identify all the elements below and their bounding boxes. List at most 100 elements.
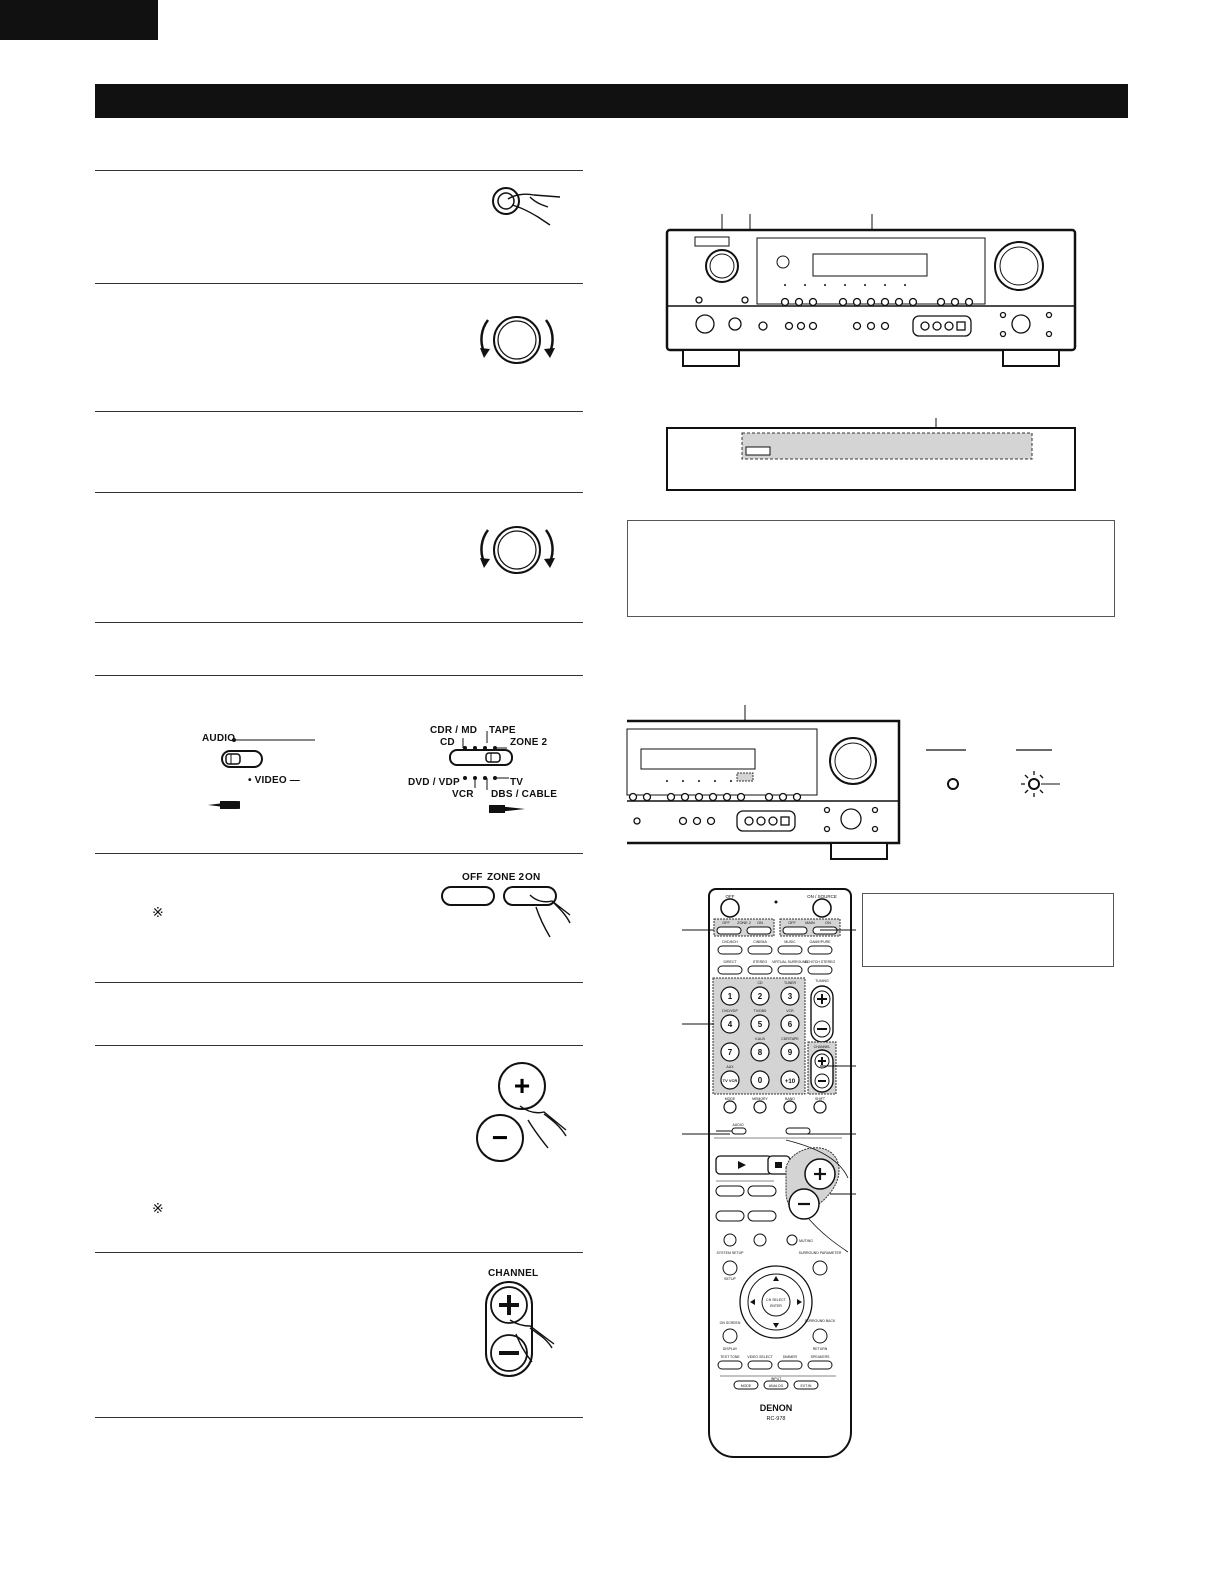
rotary-knob-illustration	[480, 526, 555, 574]
svg-text:ZONE 2: ZONE 2	[737, 921, 751, 925]
svg-text:INPUT: INPUT	[771, 1377, 782, 1381]
svg-text:VIDEO SELECT: VIDEO SELECT	[747, 1355, 773, 1359]
svg-text:OFF: OFF	[722, 921, 730, 925]
svg-text:RC-978: RC-978	[767, 1416, 786, 1422]
slider-label-vcr: VCR	[452, 789, 474, 800]
svg-text:STEREO: STEREO	[753, 960, 768, 964]
svg-text:SETUP: SETUP	[724, 1277, 736, 1281]
step-divider	[95, 982, 583, 983]
power-button-press-illustration	[492, 187, 561, 226]
slider-label-cd: CD	[440, 737, 455, 748]
zone-label-zone2: ZONE 2	[487, 872, 525, 883]
svg-text:TUNING: TUNING	[815, 979, 829, 983]
svg-text:BAND: BAND	[785, 1097, 795, 1101]
svg-text:DIMMER: DIMMER	[783, 1355, 798, 1359]
svg-text:CD: CD	[757, 981, 763, 985]
svg-text:CINEMA: CINEMA	[753, 940, 767, 944]
svg-text:EXT.IN: EXT.IN	[801, 1384, 812, 1388]
svg-text:SHIFT: SHIFT	[815, 1097, 826, 1101]
section-title-bar	[95, 84, 1128, 118]
zone-label-on: ON	[525, 872, 541, 883]
zone2-button-press-illustration[interactable]	[440, 885, 580, 945]
input-source-slider[interactable]	[445, 725, 555, 820]
svg-text:DISPLAY: DISPLAY	[723, 1347, 738, 1351]
svg-text:6: 6	[788, 1020, 793, 1029]
svg-text:CH SELECT: CH SELECT	[766, 1298, 787, 1302]
svg-text:CDR/TAPE: CDR/TAPE	[781, 1037, 799, 1041]
svg-text:SURROUND PARAMETER: SURROUND PARAMETER	[799, 1251, 842, 1255]
channel-buttons-illustration[interactable]	[480, 1280, 580, 1380]
svg-text:MAIN: MAIN	[805, 921, 815, 925]
svg-text:5CH/7CH STEREO: 5CH/7CH STEREO	[805, 960, 836, 964]
svg-text:ON: ON	[825, 921, 831, 925]
svg-text:SPEAKERS: SPEAKERS	[811, 1355, 831, 1359]
svg-text:+: +	[514, 1070, 530, 1101]
slider-label-dvd-vdp: DVD / VDP	[408, 777, 460, 788]
callout-leader-lines	[682, 929, 856, 1195]
svg-text:ON SCREEN: ON SCREEN	[720, 1321, 741, 1325]
remote-button-layout: OFF ON / SOURCE OFF ZONE 2 ON OFF MAIN O…	[712, 894, 849, 1422]
svg-text:AUX: AUX	[726, 1065, 734, 1069]
step-divider	[95, 170, 583, 171]
svg-text:OFF: OFF	[726, 894, 735, 899]
step-divider	[95, 1417, 583, 1418]
svg-text:VCR: VCR	[786, 1009, 794, 1013]
svg-text:V.AUX: V.AUX	[755, 1037, 766, 1041]
svg-text:ON / SOURCE: ON / SOURCE	[807, 894, 837, 899]
info-box	[627, 520, 1115, 617]
svg-text:ENTER: ENTER	[770, 1304, 782, 1308]
svg-text:MEMORY: MEMORY	[752, 1097, 768, 1101]
rotary-knob-illustration	[480, 316, 555, 364]
zone-label-off: OFF	[462, 872, 483, 883]
page-corner-tab	[0, 0, 158, 40]
svg-text:5: 5	[758, 1020, 763, 1029]
volume-buttons-illustration[interactable]: + −	[470, 1060, 580, 1170]
slider-label-tv: TV	[510, 777, 524, 788]
receiver-front-panel-illustration	[665, 214, 1077, 367]
step-divider	[95, 853, 583, 854]
svg-text:GAME/PURE: GAME/PURE	[809, 940, 831, 944]
channel-label: CHANNEL	[488, 1268, 539, 1279]
audio-video-slider[interactable]	[200, 735, 330, 815]
svg-text:AUDIO: AUDIO	[732, 1123, 743, 1127]
svg-text:ANALOG: ANALOG	[769, 1384, 784, 1388]
svg-text:ON: ON	[757, 921, 763, 925]
led-indicators	[926, 749, 1060, 797]
step-divider	[95, 622, 583, 623]
svg-text:2: 2	[758, 992, 763, 1001]
svg-text:8: 8	[758, 1048, 763, 1057]
svg-text:−: −	[492, 1122, 508, 1153]
note-mark: ※	[152, 904, 164, 920]
step-divider	[95, 283, 583, 284]
step-divider	[95, 492, 583, 493]
slider-label-zone2: ZONE 2	[510, 737, 548, 748]
svg-text:TEST TONE: TEST TONE	[720, 1355, 740, 1359]
slider-label-dbs-cable: DBS / CABLE	[491, 789, 558, 800]
step-divider	[95, 675, 583, 676]
svg-text:3: 3	[788, 992, 793, 1001]
svg-text:0: 0	[758, 1076, 763, 1085]
svg-text:7: 7	[728, 1048, 733, 1057]
svg-text:DVD/6CH: DVD/6CH	[722, 940, 738, 944]
note-mark: ※	[152, 1200, 164, 1216]
slider-label-tape: TAPE	[489, 725, 516, 736]
receiver-display-panel	[666, 418, 1076, 491]
slider-label-audio: AUDIO	[202, 733, 236, 744]
svg-text:VIRTUAL SURROUND: VIRTUAL SURROUND	[772, 960, 808, 964]
step-divider	[95, 1045, 583, 1046]
svg-text:TUNER: TUNER	[784, 981, 797, 985]
step-divider	[95, 1252, 583, 1253]
svg-text:RETURN: RETURN	[813, 1347, 828, 1351]
step-divider	[95, 411, 583, 412]
svg-text:DIRECT: DIRECT	[723, 960, 737, 964]
svg-text:OFF: OFF	[788, 921, 796, 925]
svg-text:TV VCR: TV VCR	[723, 1078, 738, 1083]
svg-text:4: 4	[728, 1020, 733, 1029]
svg-text:MUTING: MUTING	[799, 1239, 813, 1243]
svg-text:SYSTEM SETUP: SYSTEM SETUP	[716, 1251, 744, 1255]
slider-label-cdr-md: CDR / MD	[430, 725, 478, 736]
svg-text:+10: +10	[785, 1079, 796, 1085]
slider-label-video: • VIDEO —	[248, 775, 300, 786]
svg-text:MUSIC: MUSIC	[784, 940, 796, 944]
remote-info-box	[862, 893, 1114, 967]
